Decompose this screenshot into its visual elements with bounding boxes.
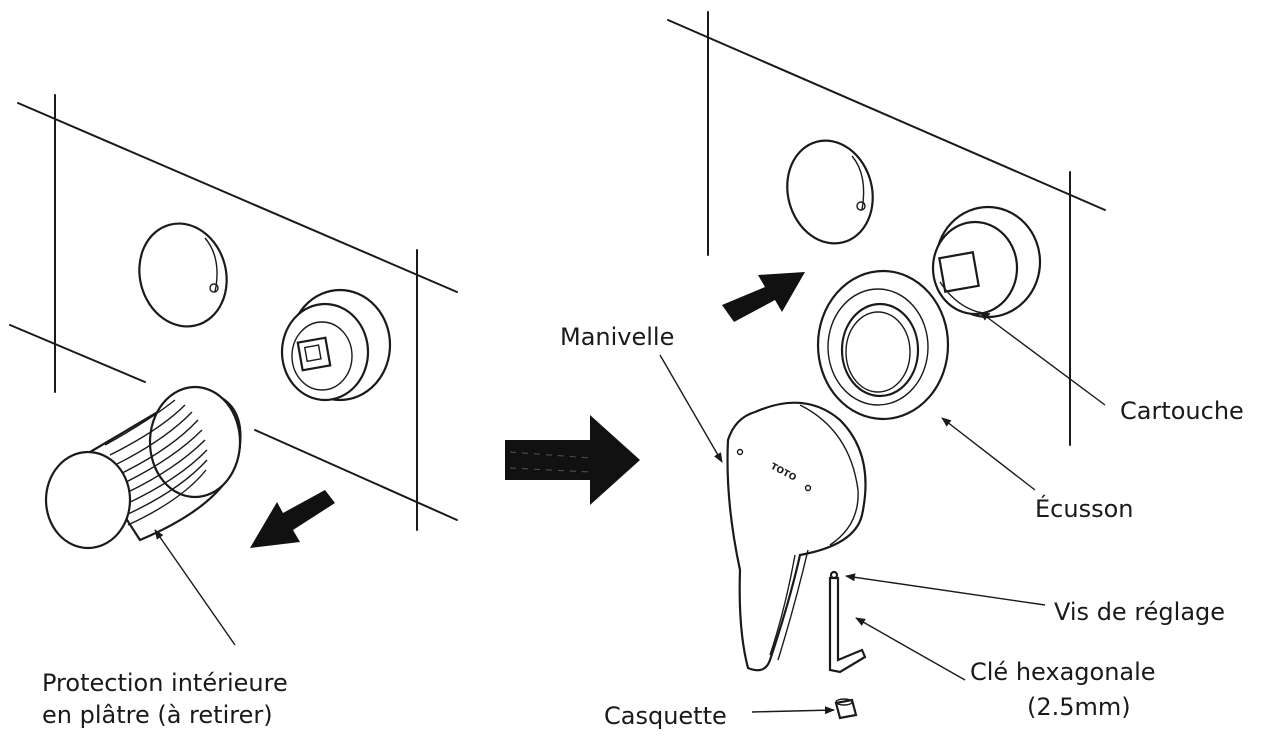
right-wall-panel: [667, 11, 1106, 446]
left-valve-stub: [280, 288, 392, 402]
plaster-guard-cylinder: [44, 385, 242, 550]
label-cartouche: Cartouche: [1120, 397, 1244, 425]
big-right-arrow-icon: [505, 415, 640, 505]
label-protection-line2: en plâtre (à retirer): [42, 701, 273, 729]
remove-arrow-icon: [250, 490, 335, 548]
escutcheon-ring: [816, 269, 950, 421]
left-wall-panel: [9, 94, 458, 531]
label-casquette: Casquette: [604, 702, 727, 730]
label-cle-line1: Clé hexagonale: [970, 658, 1156, 686]
label-cle-line2: (2.5mm): [1027, 693, 1131, 721]
label-protection-line1: Protection intérieure: [42, 669, 288, 697]
label-vis-de-reglage: Vis de réglage: [1054, 598, 1226, 626]
lever-handle: [726, 401, 867, 672]
label-ecusson: Écusson: [1035, 495, 1134, 523]
right-oval-plug: [786, 139, 874, 245]
label-manivelle: Manivelle: [560, 323, 675, 351]
install-arrow-icon: [722, 272, 805, 322]
hex-key: [828, 570, 867, 674]
left-oval-plug: [138, 222, 228, 328]
leader-lines: [154, 311, 1106, 715]
cap: [834, 698, 858, 720]
cartridge: [931, 205, 1042, 319]
